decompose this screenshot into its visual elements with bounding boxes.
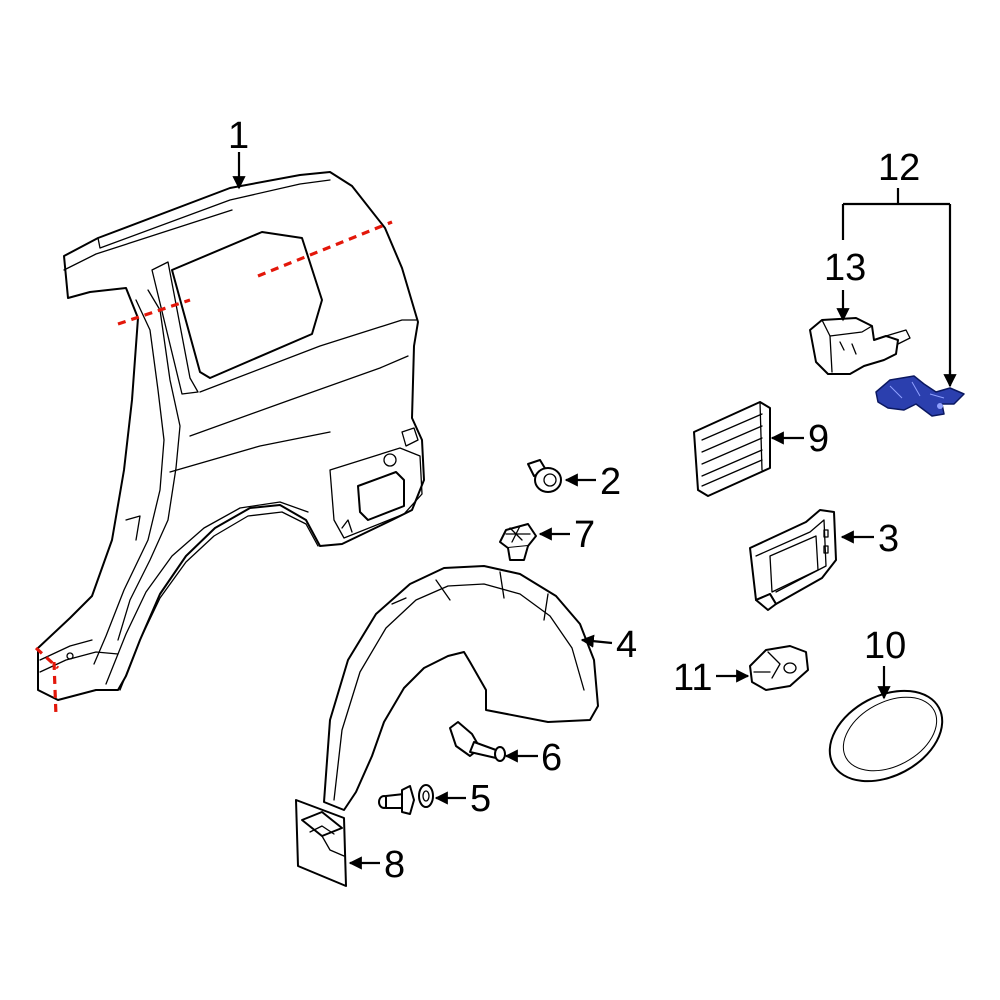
- label-part-10: 10: [864, 625, 906, 667]
- label-part-11: 11: [673, 657, 712, 699]
- label-part-2: 2: [600, 461, 621, 503]
- push-pin-part-6[interactable]: [449, 721, 506, 762]
- label-part-6: 6: [541, 737, 562, 779]
- label-part-12: 12: [878, 147, 920, 189]
- bracket-part-8[interactable]: [295, 799, 347, 887]
- label-part-9: 9: [808, 418, 829, 460]
- leader-lines: [232, 152, 957, 870]
- bracket-part-3[interactable]: [749, 509, 837, 611]
- wheel-liner-part-4[interactable]: [323, 565, 599, 811]
- hinge-part-11[interactable]: [749, 645, 809, 691]
- clip-part-7[interactable]: [499, 523, 537, 561]
- label-part-8: 8: [384, 844, 405, 886]
- vent-part-9[interactable]: [693, 401, 771, 497]
- label-part-4: 4: [616, 624, 637, 666]
- label-part-5: 5: [470, 778, 491, 820]
- label-part-7: 7: [574, 514, 595, 556]
- part-labels: 1 2 3 4 5 6 7 8 9 10 11 12 13: [228, 115, 920, 886]
- lock-assembly-part-12[interactable]: [875, 375, 965, 417]
- bolt-part-2[interactable]: [527, 459, 562, 493]
- label-part-3: 3: [878, 518, 899, 560]
- quarter-panel-part-1[interactable]: [34, 171, 425, 717]
- fuel-door-part-10[interactable]: [814, 673, 958, 800]
- rivet-part-5[interactable]: [378, 784, 434, 815]
- actuator-part-13[interactable]: [809, 317, 911, 375]
- label-part-1: 1: [228, 115, 249, 157]
- label-part-13: 13: [824, 247, 866, 289]
